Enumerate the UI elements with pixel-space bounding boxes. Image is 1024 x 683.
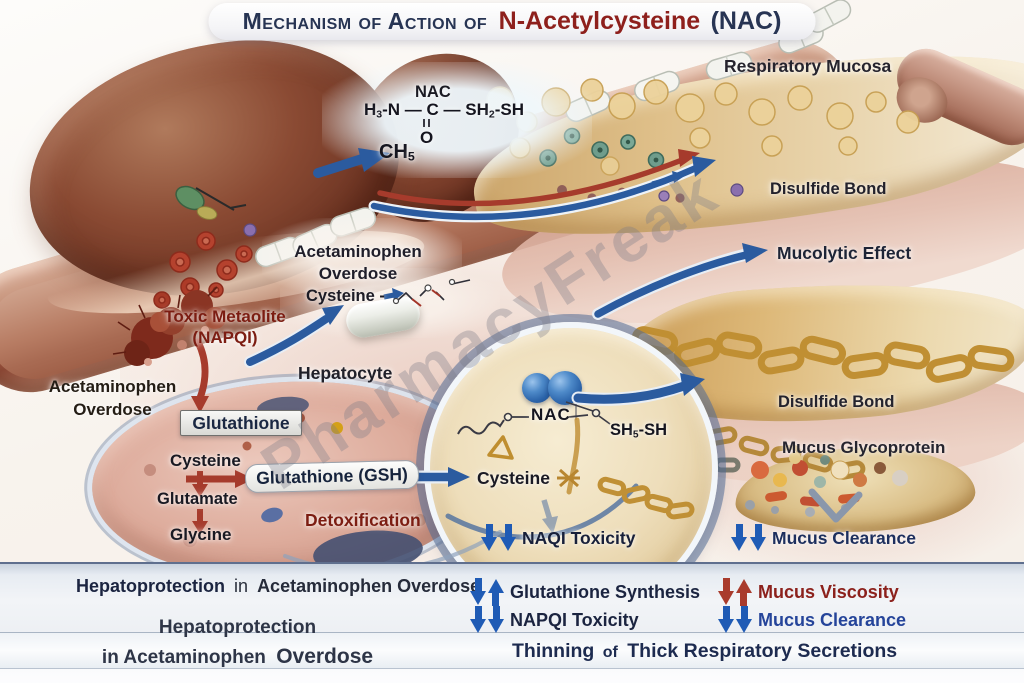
decrease-arrow-icon <box>500 524 516 552</box>
summary-band: Hepatoprotection in Acetaminophen Overdo… <box>0 562 1024 683</box>
increase-arrow-icon <box>488 578 504 606</box>
mucus-viscosity-row: Mucus Viscosity <box>718 578 899 606</box>
hepatoprotection-rest: Acetaminophen Overdose <box>257 576 481 596</box>
glutamate-label: Glutamate <box>157 490 238 508</box>
hepatoprotection-line: Hepatoprotection in Acetaminophen Overdo… <box>76 576 480 597</box>
formula-part: SH <box>610 421 633 439</box>
decrease-arrow-icon <box>718 606 734 634</box>
mucus-clearance-label: Mucus Clearance <box>772 527 916 548</box>
decrease-arrow-icon <box>470 578 486 606</box>
mucolytic-effect-label: Mucolytic Effect <box>777 243 912 263</box>
formula-oxygen: O <box>420 128 434 147</box>
nac-circle-label: NAC <box>531 405 571 424</box>
hepatoprotection-bold: Hepatoprotection <box>76 576 226 596</box>
cysteine-label: Cysteine <box>170 451 241 470</box>
acetaminophen-overdose-left-label: Acetaminophen Overdose <box>40 376 185 422</box>
label-line: Overdose <box>318 264 398 284</box>
title-suffix: (NAC) <box>710 7 782 35</box>
cysteine-circle-label: Cysteine <box>477 468 550 488</box>
label-line: (NAPQI) <box>192 328 258 348</box>
detoxification-label: Detoxification <box>305 510 421 530</box>
acetaminophen-overdose-top-label: Acetaminophen Overdose <box>278 241 438 285</box>
title-prefix: Mechanism of Action of <box>242 8 488 34</box>
formula-subscript: 5 <box>407 149 415 164</box>
decrease-arrow-icon <box>731 524 747 552</box>
cysteine-capsule-label: Cysteine - <box>306 287 385 305</box>
sh-group-label: SH5-SH <box>610 421 667 440</box>
formula-part: CH <box>379 141 408 163</box>
label-line: Overdose <box>73 399 152 419</box>
nac-structure-formula: H3-N — C — SH2-SH <box>364 100 524 120</box>
glutathione-box: Glutathione <box>180 410 302 436</box>
glutathione-gsh-bar: Glutathione (GSH) <box>244 459 420 494</box>
glutathione-synthesis-row: Glutathione Synthesis <box>470 578 700 606</box>
label-part: Overdose <box>276 644 374 668</box>
respiratory-mucosa-label: Respiratory Mucosa <box>724 56 892 76</box>
thinning-of: of <box>602 644 618 661</box>
thinning-rest: Thick Respiratory Secretions <box>627 640 898 662</box>
hepatocyte-label: Hepatocyte <box>298 363 393 383</box>
disulfide-bond-top-label: Disulfide Bond <box>770 180 887 198</box>
label-line: Acetaminophen <box>294 242 422 261</box>
mucus-clearance-row: Mucus Clearance <box>731 524 916 552</box>
decrease-arrow-icon <box>488 606 504 634</box>
mucus-glycoprotein-label: Mucus Glycoprotein <box>782 438 946 457</box>
toxic-metabolite-label: Toxic Metaolite (NAPQI) <box>150 306 300 349</box>
mucus-clearance-summary-label: Mucus Clearance <box>758 609 907 630</box>
label-part: in Acetaminophen <box>101 646 266 668</box>
label-line: Hepatoprotection <box>158 617 317 638</box>
hepatoprotection-block: Hepatoprotection in Acetaminophen Overdo… <box>100 614 375 672</box>
glycine-label: Glycine <box>170 525 232 544</box>
label-line: Toxic Metaolite <box>164 307 286 326</box>
decrease-arrow-icon <box>481 524 497 552</box>
napqi-toxicity-summary-label: NAPQI Toxicity <box>510 609 639 630</box>
napqi-toxicity-summary-row: NAPQI Toxicity <box>470 606 639 634</box>
disulfide-bond-right-label: Disulfide Bond <box>778 393 895 411</box>
label-line: Acetaminophen <box>48 377 177 396</box>
title-bar: Mechanism of Action of N-Acetylcysteine … <box>208 3 816 40</box>
formula-subscript: 5 <box>632 429 639 441</box>
mucus-viscosity-label: Mucus Viscosity <box>758 581 899 602</box>
label-line: in Acetaminophen Overdose <box>100 642 375 672</box>
decrease-arrow-icon <box>718 578 734 606</box>
hepatoprotection-in: in <box>234 576 249 596</box>
naqi-toxicity-label: NAQI Toxicity <box>522 527 636 548</box>
nac-molecule-sphere <box>522 373 552 403</box>
thinning-bold: Thinning <box>512 640 595 662</box>
decrease-arrow-icon <box>750 524 766 552</box>
decrease-arrow-icon <box>470 606 486 634</box>
thinning-line: Thinning of Thick Respiratory Secretions <box>512 640 897 663</box>
formula-part: -N — C — SH <box>382 100 489 119</box>
formula-part: -SH <box>638 421 668 439</box>
formula-part: -SH <box>494 100 525 119</box>
nac-molecule-sphere-2 <box>548 371 582 405</box>
title-drug-name: N-Acetylcysteine <box>498 7 701 35</box>
glutathione-synthesis-label: Glutathione Synthesis <box>510 581 701 602</box>
decrease-arrow-icon <box>736 606 752 634</box>
formula-ch-group: CH5 <box>379 141 415 164</box>
formula-part: H <box>364 100 377 119</box>
increase-arrow-icon <box>736 578 752 606</box>
mucus-clearance-summary-row: Mucus Clearance <box>718 606 906 634</box>
naqi-toxicity-row: NAQI Toxicity <box>481 524 635 552</box>
